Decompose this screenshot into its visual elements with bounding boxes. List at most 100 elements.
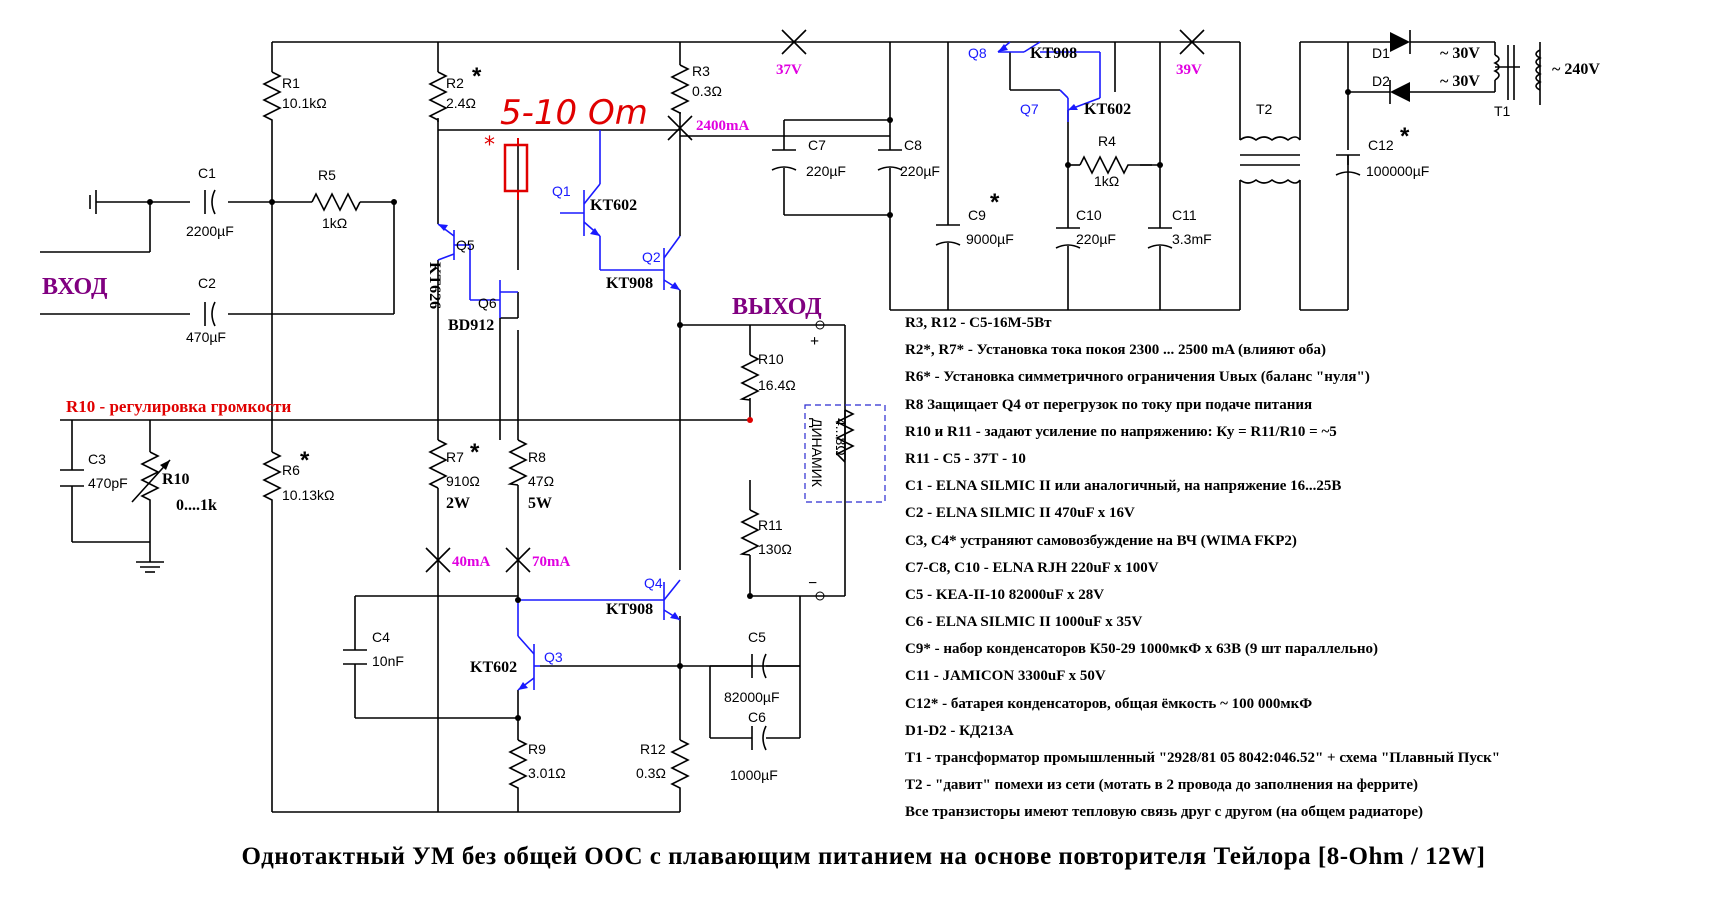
r6-value: 10.13kΩ <box>282 487 335 503</box>
c1-symbol <box>204 189 216 215</box>
r10-value: 16.4Ω <box>758 377 796 393</box>
r10-symbol <box>739 354 760 401</box>
d2-symbol <box>1389 80 1430 104</box>
volume-label: R10 - регулировка громкости <box>66 397 291 416</box>
c10-value: 220µF <box>1076 231 1116 247</box>
d2-label: D2 <box>1372 73 1390 89</box>
r1-symbol <box>262 71 282 122</box>
c11-value: 3.3mF <box>1172 231 1212 247</box>
note-2: R2*, R7* - Установка тока покоя 2300 ...… <box>905 342 1326 359</box>
r11-label: R11 <box>758 517 783 533</box>
note-3: R6* - Установка симметричного ограничени… <box>905 369 1370 386</box>
handwritten-value: 5-10 Om <box>500 93 648 133</box>
note-5: R10 и R11 - задают усиление по напряжени… <box>905 423 1337 440</box>
r8-symbol <box>507 439 528 486</box>
c12-value: 100000µF <box>1366 163 1429 179</box>
speaker-label: ДИНАМИК <box>809 418 825 488</box>
c2-symbol <box>204 301 216 327</box>
c12-symbol <box>1335 154 1361 176</box>
r6-label: R6 <box>282 462 300 478</box>
r9-label: R9 <box>528 741 546 757</box>
q4-label: Q4 <box>644 575 663 591</box>
r4-symbol <box>1079 155 1152 175</box>
note-17: T1 - трансформатор промышленный "2928/81… <box>905 750 1501 766</box>
r5-label: R5 <box>318 167 336 183</box>
note-9: C3, C4* устраняют самовозбуждение на ВЧ … <box>905 532 1297 549</box>
note-15: C12* - батарея конденсаторов, общая ёмко… <box>905 695 1313 712</box>
capacitors <box>60 149 1361 751</box>
r3-value: 0.3Ω <box>692 83 722 99</box>
r10-label: R10 <box>758 351 784 367</box>
c7-value: 220µF <box>806 163 846 179</box>
r7-symbol <box>428 439 448 489</box>
r1-value: 10.1kΩ <box>282 95 327 111</box>
t2-symbol <box>1239 136 1301 200</box>
output-label: ВЫХОД <box>732 294 822 320</box>
note-6: R11 - С5 - 37Т - 10 <box>905 450 1026 467</box>
t1-secondary-1: ~ 30V <box>1440 45 1480 62</box>
r12-value: 0.3Ω <box>636 765 666 781</box>
note-8: C2 - ELNA SILMIC II 470uF x 16V <box>905 505 1135 522</box>
resistors <box>131 64 1152 790</box>
note-11: C5 - KEA-II-10 82000uF x 28V <box>905 586 1105 603</box>
current-2400: 2400mA <box>696 118 749 134</box>
r7-power: 2W <box>446 495 470 512</box>
junction-dots <box>147 89 1351 721</box>
note-4: R8 Защищает Q4 от перегрузок по току при… <box>905 396 1313 413</box>
output-minus: − <box>808 575 817 592</box>
current-70: 70mA <box>532 554 570 570</box>
c3-label: C3 <box>88 451 106 467</box>
c2-value: 470µF <box>186 329 226 345</box>
c11-label: C11 <box>1172 207 1197 223</box>
r9-symbol <box>508 739 528 790</box>
c1-value: 2200µF <box>186 223 234 239</box>
c7-symbol <box>771 149 797 171</box>
diagram-caption: Однотактный УМ без общей ООС с плавающим… <box>241 843 1486 870</box>
t1-mains: ~ 240V <box>1552 61 1600 78</box>
current-40: 40mA <box>452 554 490 570</box>
r2-label: R2 <box>446 75 464 91</box>
r6-symbol <box>262 451 282 505</box>
q8-type: KT908 <box>1030 45 1077 62</box>
notes-list: R3, R12 - С5-16М-5Вт R2*, R7* - Установк… <box>905 310 1725 827</box>
r2-star: * <box>472 63 482 90</box>
r8-label: R8 <box>528 449 546 465</box>
c9-value: 9000µF <box>966 231 1014 247</box>
note-10: C7-C8, C10 - ELNA RJH 220uF x 100V <box>905 559 1159 576</box>
c8-value: 220µF <box>900 163 940 179</box>
c5-value: 82000µF <box>724 689 780 705</box>
voltage-37: 37V <box>776 62 802 78</box>
r11-value: 130Ω <box>758 541 792 557</box>
r8-value: 47Ω <box>528 473 554 489</box>
r10-pot-label: R10 <box>162 471 190 488</box>
wires <box>40 41 1541 813</box>
r12-symbol <box>670 739 690 790</box>
q5-type: KT626 <box>426 262 443 309</box>
handwritten-star: * <box>484 133 495 158</box>
q4-symbol <box>518 579 681 621</box>
transformers <box>1239 30 1542 200</box>
note-7: C1 - ELNA SILMIC II или аналогичный, на … <box>905 478 1342 495</box>
r3-label: R3 <box>692 63 710 79</box>
output-plus: + <box>810 333 819 350</box>
c3-value: 470pF <box>88 475 128 491</box>
q5-label: Q5 <box>456 237 475 253</box>
r2-symbol <box>428 71 448 122</box>
r8-power: 5W <box>528 495 552 512</box>
r9-value: 3.01Ω <box>528 765 566 781</box>
speaker-symbol <box>835 409 855 463</box>
r11-symbol <box>739 509 760 556</box>
c9-label: C9 <box>968 207 986 223</box>
r7-star: * <box>470 439 480 466</box>
q1-type: KT602 <box>590 197 637 214</box>
note-1: R3, R12 - С5-16М-5Вт <box>905 315 1052 331</box>
c12-label: C12 <box>1368 137 1394 153</box>
r2-value: 2.4Ω <box>446 95 476 111</box>
r5-symbol <box>311 192 361 212</box>
t1-secondary-2: ~ 30V <box>1440 73 1480 90</box>
c8-label: C8 <box>904 137 922 153</box>
q7-symbol <box>1040 51 1101 122</box>
c9-star: * <box>990 189 1000 216</box>
c8-symbol <box>877 149 903 171</box>
